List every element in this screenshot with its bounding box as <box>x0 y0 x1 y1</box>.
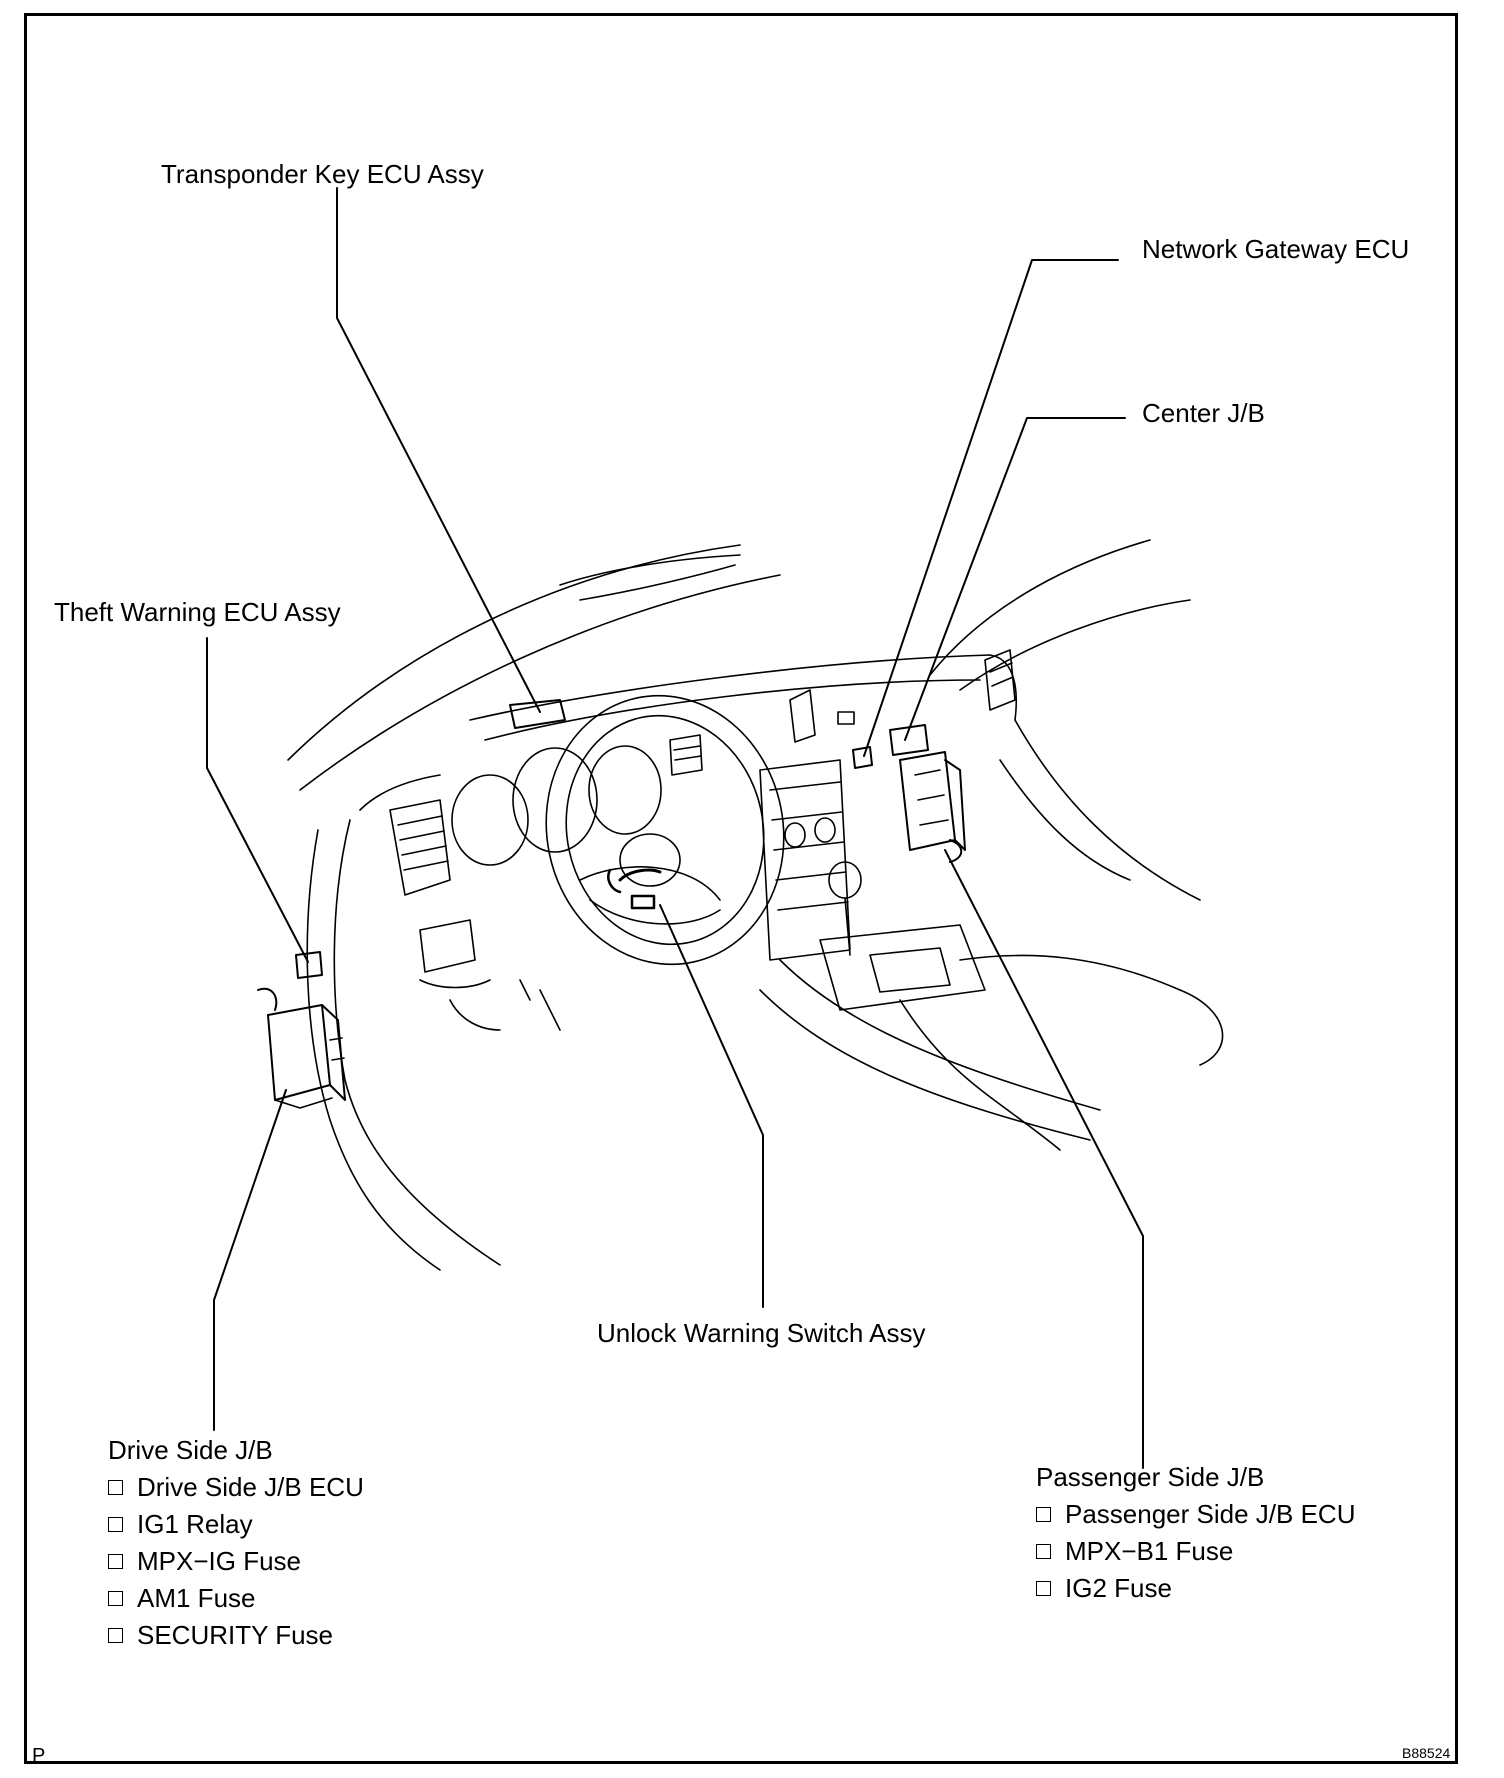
checkbox-icon <box>108 1591 123 1606</box>
drive-side-jb-item: AM1 Fuse <box>108 1580 364 1617</box>
passenger-side-jb-item: MPX−B1 Fuse <box>1036 1533 1355 1570</box>
checkbox-icon <box>1036 1507 1051 1522</box>
passenger-side-jb-item: IG2 Fuse <box>1036 1570 1355 1607</box>
passenger-side-jb-item: Passenger Side J/B ECU <box>1036 1496 1355 1533</box>
drive-side-jb-item: MPX−IG Fuse <box>108 1543 364 1580</box>
drive-side-jb-group: Drive Side J/B Drive Side J/B ECU IG1 Re… <box>108 1432 364 1654</box>
label-center-jb: Center J/B <box>1142 398 1265 428</box>
corner-mark: P <box>32 1745 46 1767</box>
checkbox-icon <box>108 1554 123 1569</box>
checkbox-icon <box>1036 1544 1051 1559</box>
passenger-side-jb-title: Passenger Side J/B <box>1036 1462 1265 1492</box>
figure-code: B88524 <box>1402 1745 1451 1761</box>
label-transponder-key-ecu: Transponder Key ECU Assy <box>161 159 484 189</box>
drive-side-jb-title: Drive Side J/B <box>108 1435 273 1465</box>
checkbox-icon <box>108 1628 123 1643</box>
diagram-frame <box>24 13 1458 1764</box>
drive-side-jb-item: SECURITY Fuse <box>108 1617 364 1654</box>
checkbox-icon <box>108 1480 123 1495</box>
label-theft-warning-ecu: Theft Warning ECU Assy <box>54 597 341 627</box>
drive-side-jb-item: IG1 Relay <box>108 1506 364 1543</box>
checkbox-icon <box>1036 1581 1051 1596</box>
checkbox-icon <box>108 1517 123 1532</box>
drive-side-jb-item: Drive Side J/B ECU <box>108 1469 364 1506</box>
label-unlock-warning-switch: Unlock Warning Switch Assy <box>597 1318 926 1348</box>
label-network-gateway-ecu: Network Gateway ECU <box>1142 234 1410 264</box>
passenger-side-jb-group: Passenger Side J/B Passenger Side J/B EC… <box>1036 1459 1355 1607</box>
